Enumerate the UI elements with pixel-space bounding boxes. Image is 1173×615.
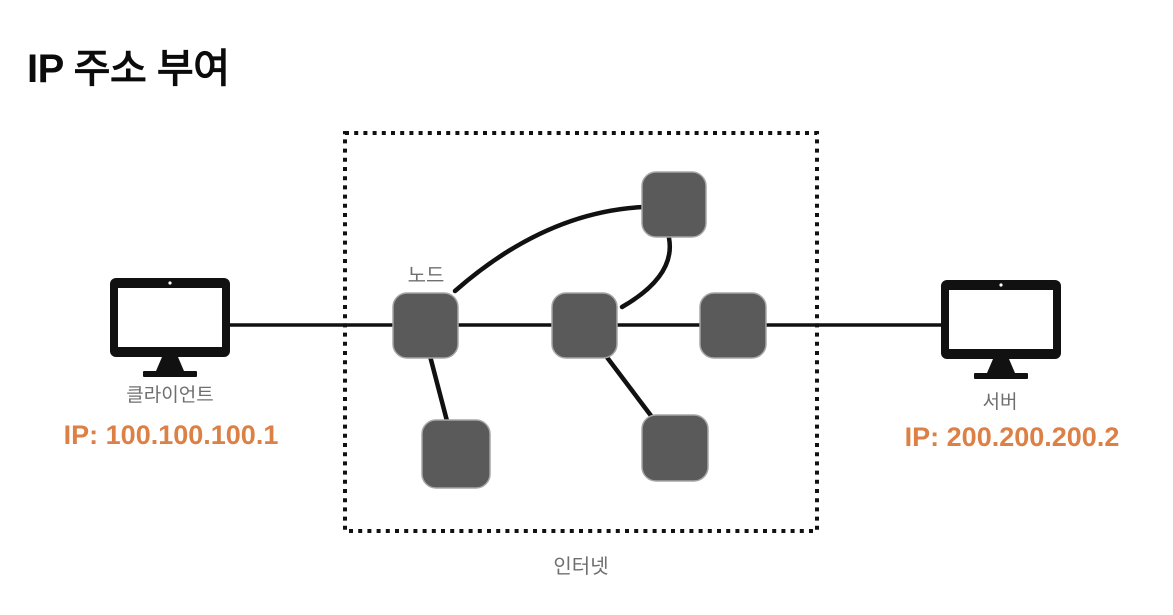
internet-boundary-box: [343, 131, 819, 533]
internet-node-1: [392, 292, 459, 359]
connection-line-node1-bottomleft: [427, 353, 450, 424]
internet-node-3: [699, 292, 767, 359]
client-monitor-icon: [110, 278, 230, 377]
connection-curve-topnode-midnode: [619, 235, 673, 310]
node-label: 노드: [407, 265, 445, 287]
client-label: 클라이언트: [126, 385, 214, 406]
internet-node-2: [551, 292, 618, 359]
page-title: IP 주소 부여: [27, 47, 230, 91]
server-label: 서버: [982, 392, 1018, 413]
internet-node-4: [641, 171, 707, 238]
internet-label: 인터넷: [553, 556, 609, 578]
connection-line-midnode-bottomright: [603, 353, 655, 420]
server-ip-address: IP: 200.200.200.2: [904, 422, 1120, 452]
server-monitor-icon: [941, 280, 1061, 379]
connection-curve-node1-topnode: [452, 204, 646, 294]
internet-node-5: [421, 419, 491, 489]
client-ip-address: IP: 100.100.100.1: [63, 420, 279, 450]
internet-node-6: [641, 414, 709, 482]
